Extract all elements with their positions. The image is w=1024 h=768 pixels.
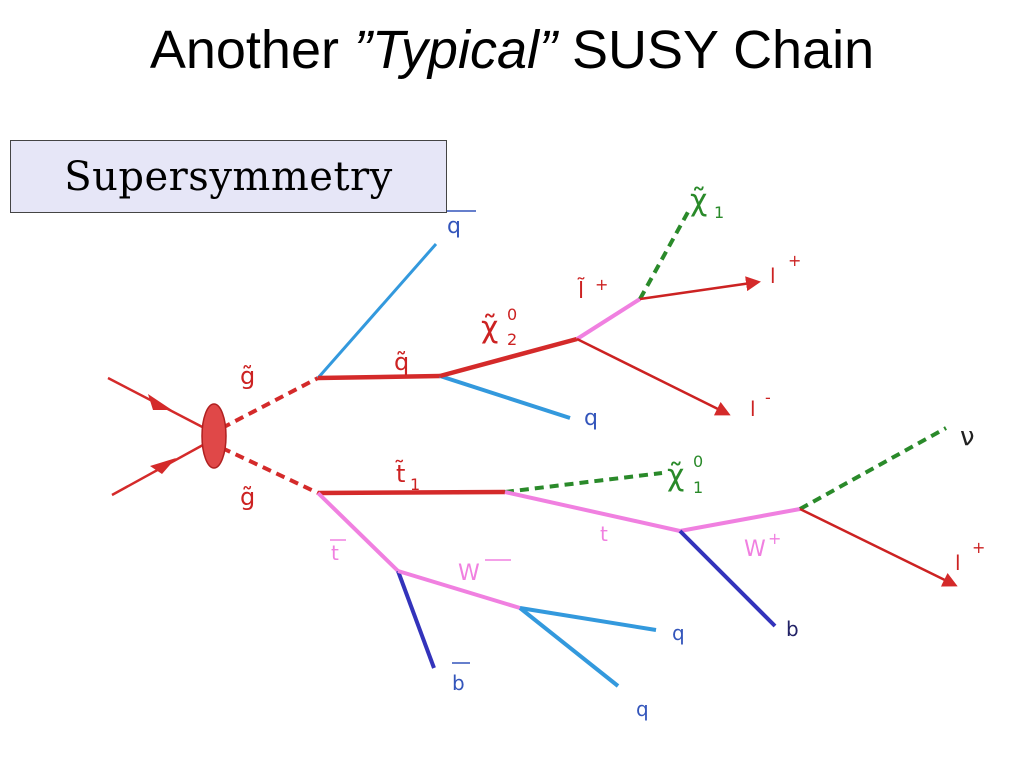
title-suffix: SUSY Chain — [556, 20, 875, 80]
svg-text:+: + — [788, 251, 801, 270]
svg-text:l: l — [750, 397, 756, 421]
incoming-arrow-upper — [148, 394, 172, 410]
antibottom-line — [396, 570, 436, 669]
svg-text:0: 0 — [693, 452, 703, 471]
svg-text:χ̃: χ̃ — [667, 458, 684, 493]
label-gluino-upper: g̃ — [240, 362, 255, 390]
supersymmetry-label: Supersymmetry — [64, 153, 393, 200]
label-gluino-lower: g̃ — [240, 483, 255, 511]
title-prefix: Another — [149, 20, 354, 80]
neutralino1-line-lower — [504, 471, 663, 494]
neutralino1-line-upper — [638, 211, 690, 300]
label-quark-upper: q — [584, 406, 598, 431]
svg-text:-: - — [765, 388, 771, 407]
label-quark-w2: q — [636, 697, 649, 721]
svg-text:1: 1 — [693, 478, 703, 497]
antitop-line — [316, 491, 400, 573]
neutrino-line — [799, 426, 947, 511]
svg-text:χ̃: χ̃ — [481, 310, 498, 345]
quark-w1-line — [519, 606, 657, 632]
squark-line — [317, 373, 441, 381]
svg-text:χ̃: χ̃ — [690, 183, 707, 218]
label-neutrino: ν — [960, 422, 975, 452]
label-w-minus: W — [458, 559, 511, 586]
label-antibottom: b — [452, 662, 470, 695]
svg-text:W: W — [458, 561, 480, 586]
svg-text:+: + — [972, 538, 985, 557]
neutralino2-line — [439, 336, 578, 379]
label-lepton-plus-upper: l + — [770, 251, 801, 288]
svg-text:b: b — [452, 671, 465, 695]
svg-text:+: + — [768, 529, 781, 548]
label-neutralino1-upper: χ̃ 1 — [690, 183, 724, 222]
label-neutralino1-lower: χ̃ 0 1 — [667, 452, 703, 497]
svg-text:l̃: l̃ — [576, 278, 585, 304]
label-neutralino2: χ̃ 0 2 — [481, 305, 517, 349]
lepton-plus-line-lower — [799, 507, 958, 587]
svg-text:q: q — [447, 214, 461, 239]
svg-text:2: 2 — [507, 330, 517, 349]
gluino-line-upper — [221, 376, 319, 430]
svg-text:1: 1 — [410, 475, 420, 494]
svg-text:t: t — [331, 541, 339, 565]
svg-text:l: l — [770, 264, 776, 288]
quark-line-upper — [439, 374, 571, 420]
collision-vertex — [201, 403, 227, 469]
svg-text:W: W — [744, 537, 766, 562]
lepton-plus-line-upper — [639, 276, 761, 301]
supersymmetry-label-box: Supersymmetry — [10, 140, 447, 213]
quark-w2-line — [518, 606, 620, 688]
label-slepton: l̃ + — [576, 275, 608, 304]
label-lepton-plus-lower: l + — [955, 538, 985, 575]
lepton-minus-line — [576, 337, 731, 416]
gluino-line-lower — [221, 446, 319, 495]
label-w-plus: W + — [744, 529, 781, 562]
w-minus-line — [397, 569, 521, 610]
title-emphasis: ”Typical” — [353, 20, 557, 80]
svg-text:1: 1 — [714, 203, 724, 222]
label-squark: q̃ — [394, 348, 409, 376]
antiquark-line — [316, 243, 438, 379]
label-stop: t̃ 1 — [395, 460, 420, 494]
label-antitop: t — [330, 539, 346, 565]
slepton-line — [575, 297, 642, 341]
incoming-arrow-lower — [150, 458, 176, 474]
svg-text:l: l — [955, 551, 961, 575]
w-plus-line — [679, 507, 801, 533]
label-bottom: b — [786, 617, 799, 641]
stop-line — [317, 489, 506, 496]
svg-text:t̃: t̃ — [395, 460, 405, 488]
top-line — [504, 490, 681, 533]
bottom-line — [678, 529, 777, 628]
label-quark-w1: q — [672, 621, 685, 645]
label-antiquark: q — [447, 210, 476, 239]
slide-title: Another ”Typical” SUSY Chain — [0, 18, 1024, 83]
label-lepton-minus: l - — [750, 388, 771, 421]
svg-text:0: 0 — [507, 305, 517, 324]
label-top: t — [600, 522, 608, 546]
svg-text:+: + — [595, 275, 608, 294]
